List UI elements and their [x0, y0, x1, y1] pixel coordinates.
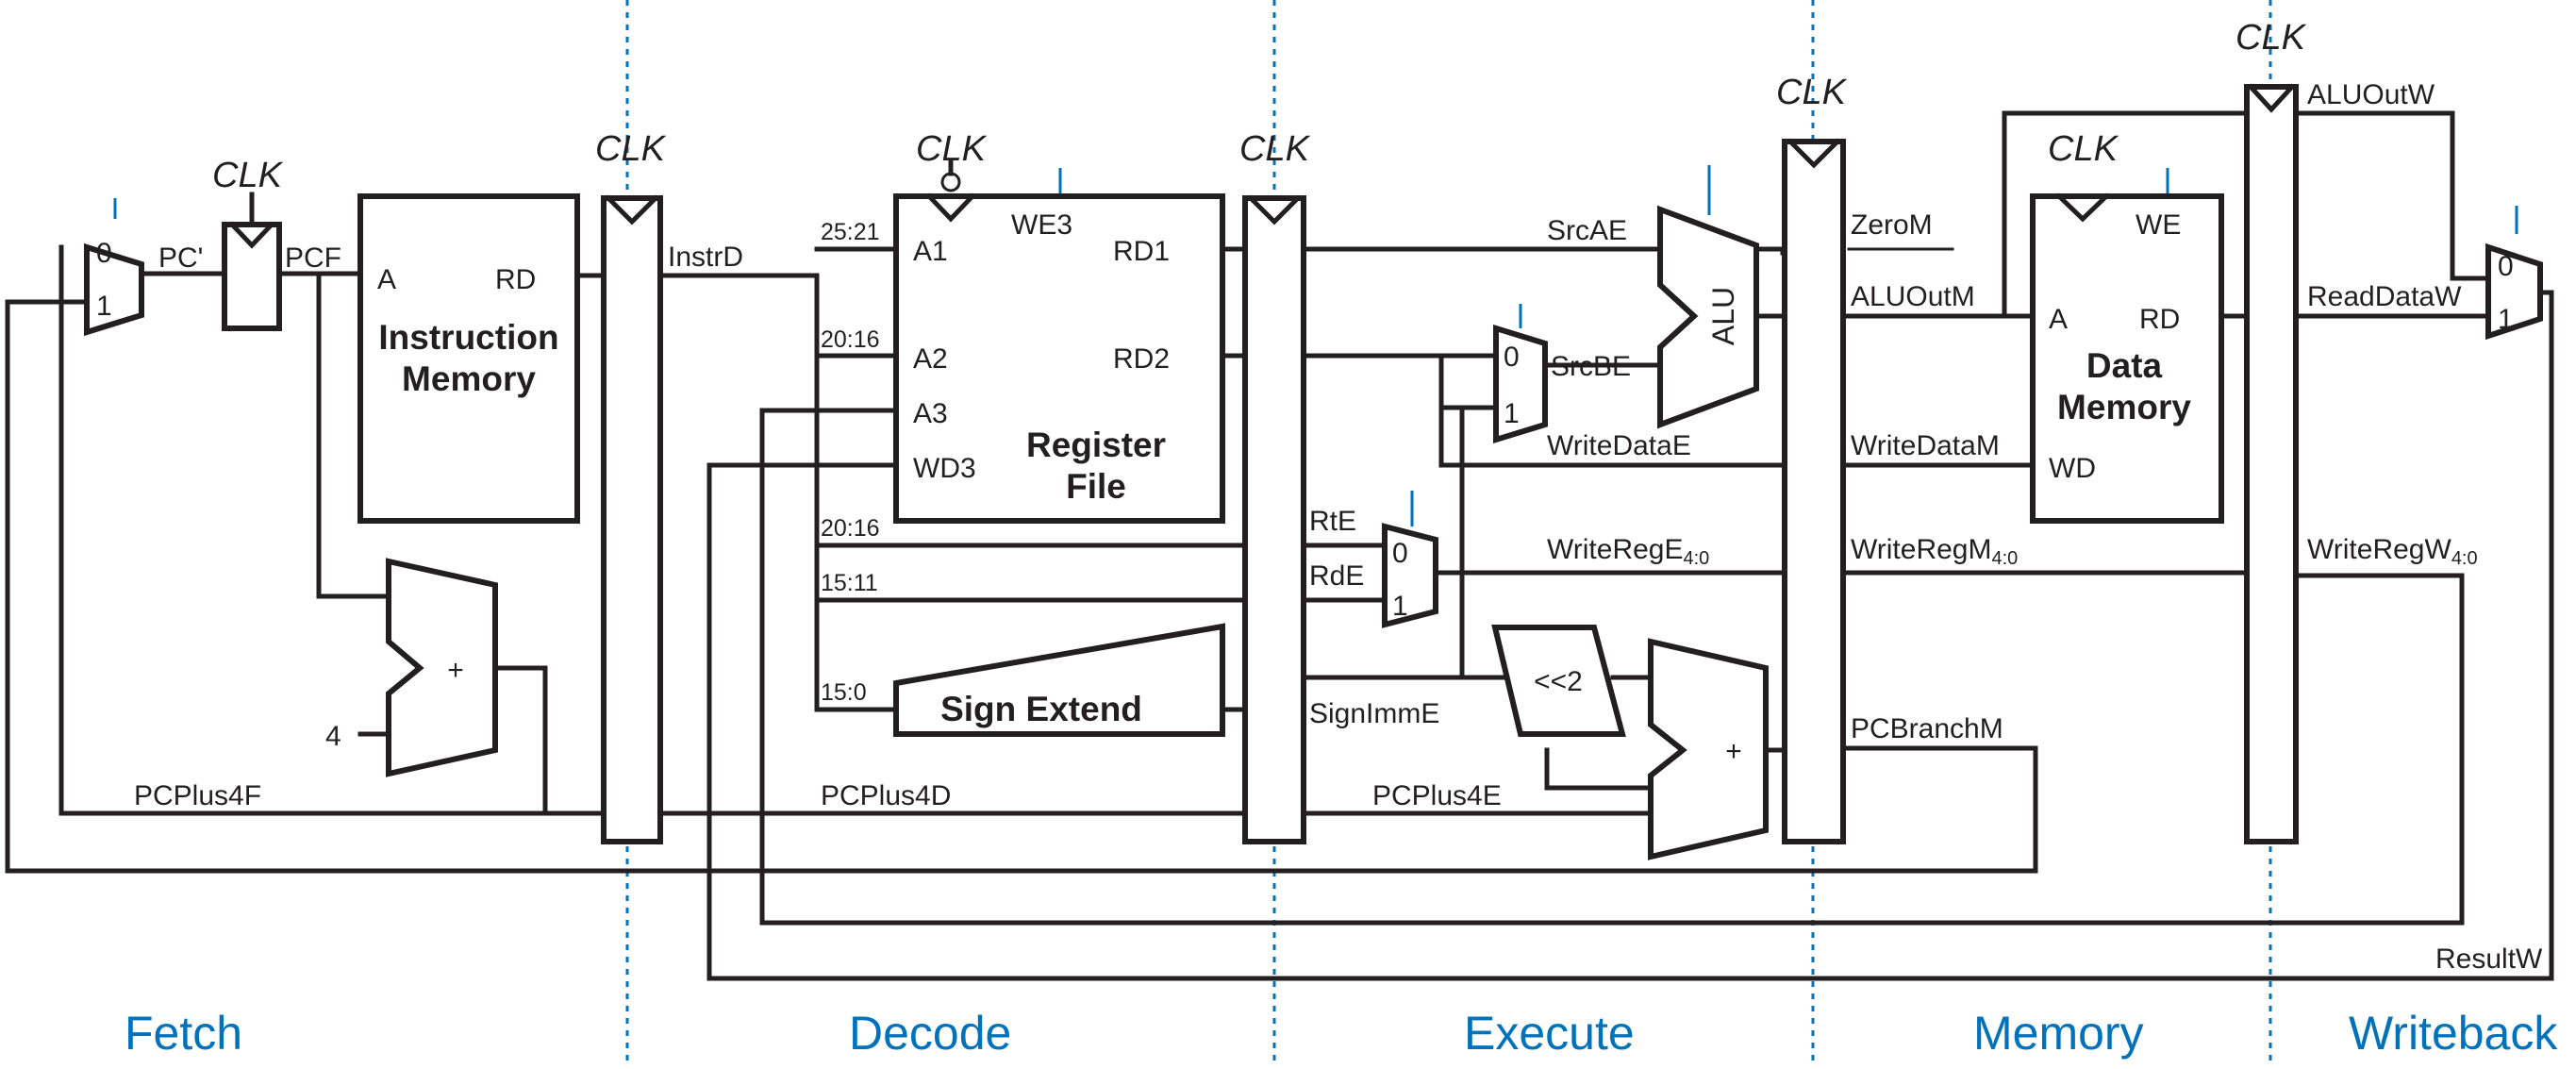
memory-signal-labels: ZeroM ALUOutM WriteDataM WriteRegM4:0 PC…	[1851, 209, 2018, 744]
branch-adder-plus: +	[1725, 736, 1742, 767]
dm-a-port: A	[2049, 304, 2068, 335]
rf-clk-label: CLK	[916, 129, 988, 169]
bits-15-0: 15:0	[821, 679, 867, 706]
instruction-memory: A RD Instruction Memory	[357, 193, 580, 524]
stage-execute: Execute	[1464, 1007, 1635, 1060]
pcplus4d-label: PCPlus4D	[821, 780, 951, 811]
pcf-label: PCF	[285, 242, 341, 274]
writedatae-label: WriteDataE	[1547, 430, 1691, 461]
exmem-clk-label: CLK	[1776, 73, 1848, 112]
bits-20-16-b: 20:16	[821, 515, 880, 542]
result-mux: 0 1	[2485, 242, 2543, 341]
pc-mux: 0 1	[84, 238, 144, 337]
stage-writeback: Writeback	[2349, 1007, 2558, 1060]
instrd-label: InstrD	[668, 242, 743, 273]
bits-20-16-a: 20:16	[821, 326, 880, 353]
sign-extend-label: Sign Extend	[940, 690, 1142, 728]
memwb-clk-label: CLK	[2235, 18, 2307, 58]
rf-a3-port: A3	[913, 398, 948, 429]
resultw-label: ResultW	[2435, 944, 2543, 975]
writeregw-label: WriteRegW4:0	[2307, 534, 2478, 569]
imem-a-port: A	[377, 264, 396, 295]
ifid-clk-label: CLK	[595, 129, 667, 169]
imem-title-line1: Instruction	[378, 318, 558, 357]
ex-mem-register: CLK	[1776, 73, 1848, 844]
writerege-label: WriteRegE4:0	[1547, 534, 1709, 569]
dm-wd-port: WD	[2049, 453, 2096, 484]
sign-extend: Sign Extend	[893, 623, 1225, 737]
aluoutw-label: ALUOutW	[2307, 79, 2435, 110]
rf-a1-port: A1	[913, 236, 948, 267]
bits-15-11: 15:11	[821, 570, 878, 596]
pc-mux-in1-label: 1	[96, 291, 112, 322]
zerom-label: ZeroM	[1851, 209, 1933, 241]
pcplus4e-label: PCPlus4E	[1372, 780, 1502, 811]
pcplus4-adder-plus: +	[447, 655, 464, 686]
srcb-mux-in0-label: 0	[1504, 342, 1520, 373]
pc-prime-label: PC'	[158, 242, 203, 274]
alu-label: ALU	[1706, 287, 1740, 345]
rf-rd1-port: RD1	[1113, 236, 1170, 267]
aluoutm-label: ALUOutM	[1851, 281, 1975, 312]
rf-title-line1: Register	[1026, 426, 1166, 464]
result-mux-in1-label: 1	[2498, 304, 2514, 335]
result-mux-in0-label: 0	[2498, 251, 2514, 282]
stage-memory: Memory	[1973, 1007, 2144, 1060]
register-file: CLK A1 A2 A3 WD3 WE3 RD1 RD2 Register Fi…	[893, 129, 1225, 524]
shift-label: <<2	[1534, 666, 1583, 697]
execute-signal-labels: SrcAE SrcBE WriteDataE RtE RdE WriteRegE…	[1309, 215, 1709, 811]
idex-clk-label: CLK	[1239, 129, 1311, 169]
dm-we-port: WE	[2136, 209, 2181, 241]
pc-register: CLK	[212, 156, 284, 331]
control-ticks	[113, 165, 2518, 526]
regdst-mux-in1-label: 1	[1392, 591, 1408, 622]
data-memory: CLK WE A RD WD Data Memory	[2030, 129, 2224, 524]
dmem-title-line1: Data	[2086, 346, 2163, 385]
imem-rd-port: RD	[495, 264, 536, 295]
decode-signal-labels: 25:21 20:16 20:16 15:11 15:0 InstrD PC' …	[134, 219, 951, 811]
stage-labels: Fetch Decode Execute Memory Writeback	[125, 1007, 2558, 1060]
rte-label: RtE	[1309, 506, 1356, 537]
shift-left-2: <<2	[1491, 625, 1626, 737]
rf-we3-port: WE3	[1011, 209, 1072, 241]
stage-fetch: Fetch	[125, 1007, 242, 1060]
alu: ALU	[1657, 205, 1759, 429]
if-id-register: CLK	[595, 129, 667, 844]
imem-title-line2: Memory	[402, 359, 536, 398]
mem-wb-register: CLK	[2235, 18, 2307, 844]
pcplus4-adder: + 4	[325, 558, 498, 777]
dm-rd-port: RD	[2139, 304, 2180, 335]
writeregm-label: WriteRegM4:0	[1851, 534, 2018, 569]
wires	[5, 110, 2554, 981]
writedatam-label: WriteDataM	[1851, 430, 2000, 461]
srcbe-label: SrcBE	[1551, 351, 1631, 382]
rf-wd3-port: WD3	[913, 453, 976, 484]
srcb-mux-in1-label: 1	[1504, 398, 1520, 429]
pcplus4f-label: PCPlus4F	[134, 780, 261, 811]
writeback-signal-labels: ALUOutW ReadDataW WriteRegW4:0 ResultW	[2307, 79, 2543, 975]
id-ex-register: CLK	[1239, 129, 1311, 844]
dmem-clk-label: CLK	[2048, 129, 2119, 169]
pcbranchm-label: PCBranchM	[1851, 713, 2003, 744]
pc-mux-in0-label: 0	[96, 238, 112, 269]
rf-title-line2: File	[1066, 467, 1126, 506]
srcae-label: SrcAE	[1547, 215, 1627, 246]
signimme-label: SignImmE	[1309, 698, 1439, 729]
branch-adder: +	[1648, 638, 1769, 860]
stage-decode: Decode	[849, 1007, 1011, 1060]
dmem-title-line2: Memory	[2057, 388, 2191, 426]
const-four: 4	[325, 721, 341, 752]
rf-rd2-port: RD2	[1113, 343, 1170, 375]
rde-label: RdE	[1309, 560, 1364, 592]
readdataw-label: ReadDataW	[2307, 281, 2462, 312]
regdst-mux-in0-label: 0	[1392, 538, 1408, 569]
srcb-mux: 0 1	[1493, 324, 1548, 444]
bits-25-21: 25:21	[821, 219, 880, 245]
rf-a2-port: A2	[913, 343, 948, 375]
pc-clk-label: CLK	[212, 156, 284, 195]
regdst-mux: 0 1	[1382, 523, 1438, 628]
